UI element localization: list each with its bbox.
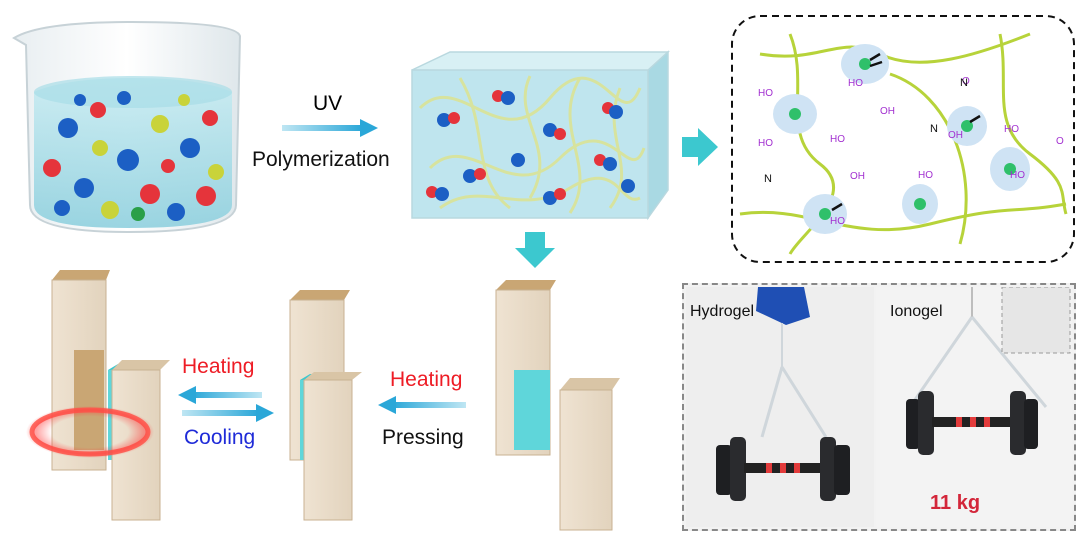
uv-label: UV: [313, 92, 343, 115]
cooling-label: Cooling: [184, 426, 256, 449]
polymer-chains: [418, 75, 646, 214]
ammonium-labels: N N N: [764, 77, 968, 185]
svg-text:HO: HO: [1010, 170, 1025, 181]
polymerization-label: Polymerization: [252, 148, 390, 171]
hydrogel-photo: [686, 287, 874, 527]
svg-text:HO: HO: [918, 170, 933, 181]
svg-text:HO: HO: [758, 88, 773, 99]
beaker-illustration: [12, 20, 242, 234]
heating-label-left: Heating: [182, 355, 255, 378]
svg-text:HO: HO: [830, 134, 845, 145]
svg-text:N: N: [930, 123, 938, 135]
chemical-network-diagram: HO HO HO OH HO OH O HO HO OH HO HO O N N…: [731, 15, 1075, 263]
ion-pair-sites: [773, 44, 1030, 234]
chem-formula-labels: HO HO HO OH HO OH O HO HO OH HO HO O: [758, 76, 1064, 227]
svg-text:HO: HO: [1004, 124, 1019, 135]
wood-bonding-illustration: [26, 270, 620, 531]
gel-block-illustration: [411, 50, 670, 221]
gel-beads: [426, 90, 635, 205]
pressing-label: Pressing: [382, 426, 464, 449]
wood-joint-bonded: [289, 290, 362, 521]
wood-joint-open: [495, 280, 620, 531]
svg-text:O: O: [962, 76, 970, 87]
uv-arrow: [282, 119, 378, 137]
svg-text:OH: OH: [850, 171, 865, 182]
svg-text:OH: OH: [948, 130, 963, 141]
weight-label: 11 kg: [930, 492, 981, 514]
svg-text:OH: OH: [880, 106, 895, 117]
svg-text:O: O: [1056, 136, 1064, 147]
hydrogen-bonds: [831, 52, 981, 212]
ionogel-photo: [876, 287, 1072, 527]
heating-label-right: Heating: [390, 368, 463, 391]
svg-text:HO: HO: [758, 138, 773, 149]
wood-joint-heated: [26, 270, 170, 521]
svg-text:N: N: [960, 77, 968, 89]
hydrogel-label: Hydrogel: [690, 303, 755, 320]
heating-pressing-arrow: [378, 396, 466, 414]
teal-arrow-right: [682, 128, 718, 166]
heating-cooling-arrows: [178, 386, 274, 422]
svg-text:N: N: [764, 173, 772, 185]
monomer-beads: [43, 91, 224, 221]
teal-arrow-down: [515, 232, 555, 268]
svg-text:HO: HO: [830, 216, 845, 227]
svg-text:HO: HO: [848, 78, 863, 89]
ionogel-label: Ionogel: [890, 303, 943, 320]
